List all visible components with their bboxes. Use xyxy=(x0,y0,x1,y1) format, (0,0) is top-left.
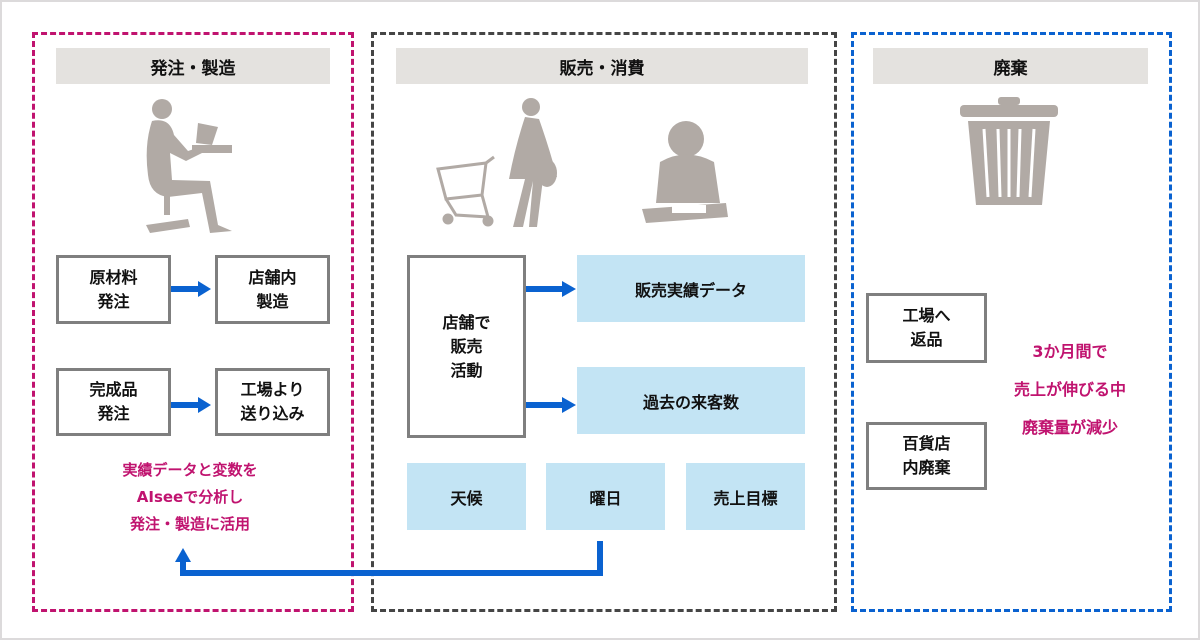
factory-delivery-box: 工場より 送り込み xyxy=(215,368,330,436)
order-panel-title: 発注・製造 xyxy=(56,48,330,84)
note-line: 売上が伸びる中 xyxy=(1013,380,1126,399)
waste-reduction-note: 3か月間で 売上が伸びる中 廃棄量が減少 xyxy=(990,338,1150,452)
waste-panel-title: 廃棄 xyxy=(873,48,1148,84)
note-line: 実績データと変数を xyxy=(122,461,258,479)
office-worker-icon xyxy=(146,99,232,233)
waste-panel xyxy=(851,32,1172,612)
note-line: 3か月間で xyxy=(1032,342,1108,361)
sales-consumption-panel xyxy=(371,32,837,612)
shopping-cart-icon xyxy=(436,155,495,227)
past-visitors-box: 過去の来客数 xyxy=(577,367,805,434)
note-line: 廃棄量が減少 xyxy=(1021,418,1118,437)
finished-goods-order-box: 完成品 発注 xyxy=(56,368,171,436)
feedback-arrow xyxy=(175,541,603,576)
sales-target-box: 売上目標 xyxy=(686,463,805,530)
weather-box: 天候 xyxy=(407,463,526,530)
note-line: 発注・製造に活用 xyxy=(129,515,250,533)
weekday-box: 曜日 xyxy=(546,463,665,530)
aisee-note: 実績データと変数を AIseeで分析し 発注・製造に活用 xyxy=(60,459,320,540)
raw-material-order-box: 原材料 発注 xyxy=(56,255,171,324)
arrow-raw-to-manufacture xyxy=(171,281,211,297)
sales-panel-title: 販売・消費 xyxy=(396,48,808,84)
eating-person-icon xyxy=(642,121,728,223)
sales-data-box: 販売実績データ xyxy=(577,255,805,322)
shopper-woman-icon xyxy=(509,98,557,227)
department-store-waste-box: 百貨店 内廃棄 xyxy=(866,422,987,490)
in-store-manufacture-box: 店舗内 製造 xyxy=(215,255,330,324)
arrow-order-to-delivery xyxy=(171,397,211,413)
arrow-activity-to-visitors xyxy=(526,397,576,413)
factory-return-box: 工場へ 返品 xyxy=(866,293,987,363)
arrow-activity-to-sales-data xyxy=(526,281,576,297)
trash-can-icon xyxy=(960,97,1058,205)
order-manufacture-panel xyxy=(32,32,354,612)
note-line: AIseeで分析し xyxy=(136,488,244,506)
store-sales-activity-box: 店舗で 販売 活動 xyxy=(407,255,526,438)
